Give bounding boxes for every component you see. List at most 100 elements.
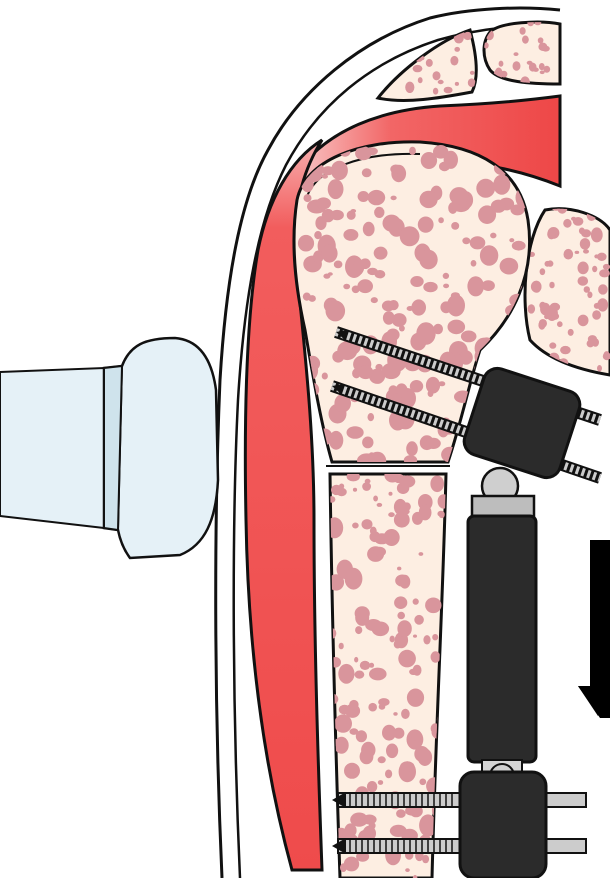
bone-trabecula bbox=[550, 303, 560, 311]
bone-trabecula bbox=[430, 476, 444, 493]
bone-trabecula bbox=[374, 533, 389, 544]
bone-trabecula bbox=[603, 264, 610, 270]
bone-trabecula bbox=[372, 622, 390, 637]
bone-trabecula bbox=[405, 82, 414, 93]
bone-trabecula bbox=[309, 295, 316, 302]
bone-trabecula bbox=[480, 245, 498, 266]
bone-trabecula bbox=[490, 233, 496, 239]
bone-trabecula bbox=[386, 329, 399, 341]
bone-trabecula bbox=[388, 512, 395, 517]
bone-trabecula bbox=[298, 235, 314, 252]
bone-trabecula bbox=[413, 598, 419, 604]
bone-trabecula bbox=[443, 273, 449, 279]
bone-trabecula bbox=[401, 709, 410, 719]
bone-trabecula bbox=[520, 27, 526, 35]
bone-trabecula bbox=[450, 56, 458, 66]
bone-trabecula bbox=[597, 253, 607, 261]
bone-trabecula bbox=[378, 756, 386, 763]
bone-trabecula bbox=[355, 671, 365, 679]
bone-trabecula bbox=[355, 626, 362, 634]
bone-trabecula bbox=[418, 217, 434, 233]
bone-trabecula bbox=[470, 71, 475, 75]
bone-trabecula bbox=[455, 82, 459, 86]
bone-trabecula bbox=[402, 509, 409, 515]
bone-trabecula bbox=[419, 250, 437, 270]
bone-trabecula bbox=[540, 71, 545, 75]
bone-trabecula bbox=[575, 251, 580, 254]
bone-trabecula bbox=[382, 725, 396, 741]
bone-trabecula bbox=[419, 552, 424, 556]
bone-trabecula bbox=[426, 438, 441, 449]
bone-trabecula bbox=[431, 651, 441, 662]
distal-clamp bbox=[460, 772, 546, 878]
bone-trabecula bbox=[579, 228, 585, 235]
bone-trabecula bbox=[560, 346, 571, 354]
bone-trabecula bbox=[343, 284, 350, 290]
bone-trabecula bbox=[413, 665, 422, 676]
bone-trabecula bbox=[580, 238, 590, 250]
bone-trabecula bbox=[419, 779, 426, 786]
bone-trabecula bbox=[418, 77, 423, 83]
bone-trabecula bbox=[354, 657, 358, 663]
bone-trabecula bbox=[344, 763, 360, 779]
bone-trabecula bbox=[547, 229, 555, 239]
bone-trabecula bbox=[407, 689, 424, 707]
bone-trabecula bbox=[513, 61, 521, 70]
bone-trabecula bbox=[365, 479, 371, 484]
bone-trabecula bbox=[334, 714, 352, 732]
bone-trabecula bbox=[491, 183, 496, 188]
bone-trabecula bbox=[414, 746, 429, 762]
bone-trabecula bbox=[428, 390, 434, 397]
bone-trabecula bbox=[500, 258, 519, 275]
bone-trabecula bbox=[326, 300, 346, 321]
bone-trabecula bbox=[360, 749, 374, 764]
bone-trabecula bbox=[597, 298, 608, 311]
bone-trabecula bbox=[598, 284, 608, 294]
bone-trabecula bbox=[352, 523, 359, 529]
bone-trabecula bbox=[379, 704, 386, 710]
bone-trabecula bbox=[362, 437, 373, 449]
bone-trabecula bbox=[343, 229, 358, 241]
bone-trabecula bbox=[410, 333, 426, 351]
bone-trabecula bbox=[433, 88, 438, 95]
bone-trabecula bbox=[597, 365, 602, 372]
bone-trabecula bbox=[491, 200, 506, 213]
bone-trabecula bbox=[538, 43, 547, 51]
bone-trabecula bbox=[533, 68, 539, 72]
bone-trabecula bbox=[323, 274, 330, 279]
bone-trabecula bbox=[352, 368, 361, 378]
bone-trabecula bbox=[539, 63, 545, 70]
bone-trabecula bbox=[410, 276, 423, 287]
bone-trabecula bbox=[391, 196, 397, 201]
bone-trabecula bbox=[350, 581, 356, 589]
bone-trabecula bbox=[369, 668, 387, 681]
bone-trabecula bbox=[564, 249, 574, 260]
bone-trabecula bbox=[591, 227, 603, 242]
bone-trabecula bbox=[322, 373, 328, 380]
bone-trabecula bbox=[373, 496, 378, 502]
bone-trabecula bbox=[363, 222, 375, 237]
bone-trabecula bbox=[362, 519, 373, 529]
bone-trabecula bbox=[339, 643, 344, 650]
bone-trabecula bbox=[413, 65, 423, 72]
bone-trabecula bbox=[373, 547, 386, 557]
bone-trabecula bbox=[355, 606, 370, 620]
bone-trabecula bbox=[440, 301, 451, 313]
bone-trabecula bbox=[345, 255, 363, 278]
bone-trabecula bbox=[393, 474, 405, 483]
bone-trabecula bbox=[382, 301, 395, 312]
bone-trabecula bbox=[604, 351, 610, 358]
bone-trabecula bbox=[405, 868, 410, 872]
bone-trabecula bbox=[563, 219, 571, 228]
bone-trabecula bbox=[583, 249, 589, 253]
bone-trabecula bbox=[509, 238, 514, 242]
bone-trabecula bbox=[395, 575, 409, 587]
bone-trabecula bbox=[349, 700, 358, 710]
bone-trabecula bbox=[393, 712, 397, 716]
bone-trabecula bbox=[397, 612, 405, 620]
bone-trabecula bbox=[470, 236, 486, 249]
bone-trabecula bbox=[568, 329, 574, 336]
bone-trabecula bbox=[377, 503, 383, 507]
